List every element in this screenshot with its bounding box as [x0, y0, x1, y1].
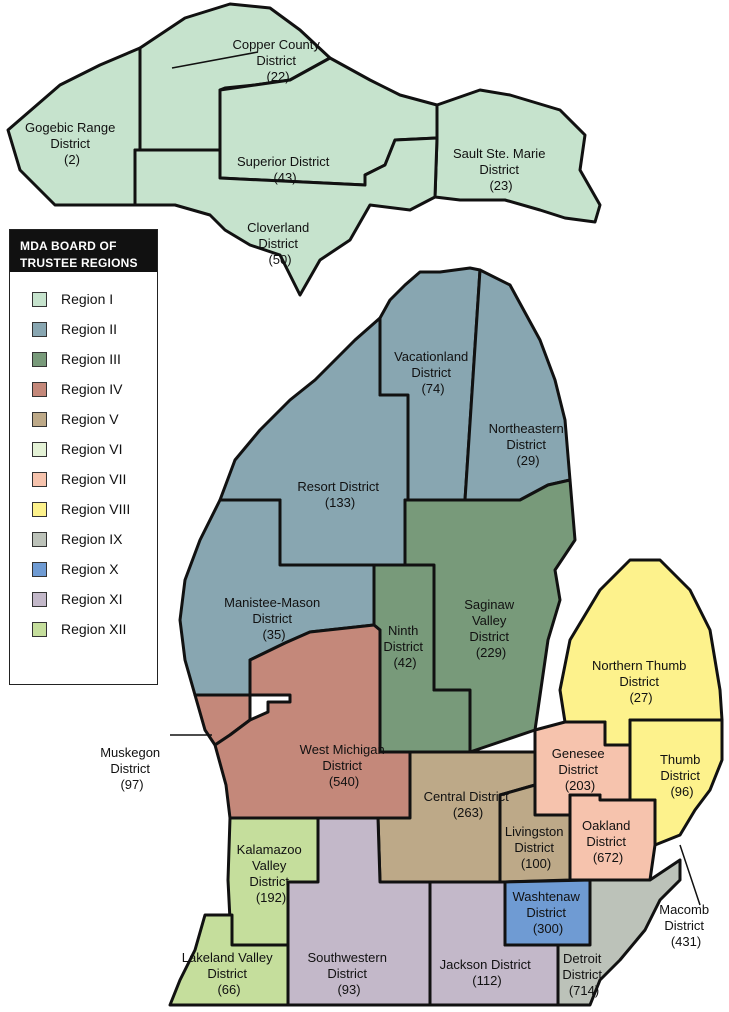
legend-item: Region XII — [32, 614, 157, 644]
label-livingston: Livingston District (100) — [505, 824, 567, 871]
district-labels: Copper County District (22) Gogebic Rang… — [25, 37, 712, 998]
legend-item: Region V — [32, 404, 157, 434]
label-lakeland-valley: Lakeland Valley District (66) — [182, 950, 276, 997]
district-detroit[interactable] — [556, 858, 682, 1007]
legend-swatch — [32, 291, 47, 307]
label-northeastern: Northeastern District (29) — [489, 421, 568, 468]
label-oakland: Oakland District (672) — [582, 818, 634, 865]
district-southwestern[interactable] — [286, 816, 432, 1007]
label-vacationland: Vacationland District (74) — [394, 349, 472, 396]
district-vacationland[interactable] — [378, 266, 482, 502]
legend-swatch — [32, 381, 47, 397]
label-gogebic-range: Gogebic Range District (2) — [25, 120, 119, 167]
legend-title: MDA BOARD OF TRUSTEE REGIONS — [10, 230, 157, 272]
legend-swatch — [32, 531, 47, 547]
legend-label: Region XII — [61, 621, 127, 637]
legend-item: Region II — [32, 314, 157, 344]
legend-item: Region III — [32, 344, 157, 374]
copper-county-leader — [171, 51, 259, 69]
label-thumb: Thumb District (96) — [660, 752, 704, 799]
label-washtenaw: Washtenaw District (300) — [512, 889, 583, 936]
legend-swatch — [32, 351, 47, 367]
macomb-leader — [679, 844, 701, 906]
legend-item: Region XI — [32, 584, 157, 614]
label-southwestern: Southwestern District (93) — [307, 950, 390, 997]
legend-label: Region V — [61, 411, 119, 427]
legend-item: Region VII — [32, 464, 157, 494]
label-muskegon: Muskegon District (97) — [100, 745, 164, 792]
label-macomb: Macomb District (431) — [659, 902, 712, 949]
legend-label: Region VIII — [61, 501, 131, 517]
legend-label: Region IV — [61, 381, 123, 397]
legend-item: Region I — [32, 284, 157, 314]
label-northern-thumb: Northern Thumb District (27) — [592, 658, 690, 705]
district-cloverland[interactable] — [133, 136, 439, 297]
label-jackson: Jackson District (112) — [440, 957, 535, 988]
label-central: Central District (263) — [424, 789, 513, 820]
label-copper-county: Copper County District (22) — [232, 37, 323, 84]
label-resort: Resort District (133) — [297, 479, 382, 510]
legend-item: Region IX — [32, 524, 157, 554]
lower-peninsula — [168, 266, 724, 1007]
label-genesee: Genesee District (203) — [552, 746, 608, 793]
label-manistee-mason: Manistee-Mason District (35) — [224, 595, 324, 642]
upper-peninsula — [6, 2, 602, 297]
legend-label: Region VI — [61, 441, 123, 457]
district-saginaw-valley[interactable] — [403, 478, 577, 754]
legend-swatch — [32, 411, 47, 427]
district-livingston[interactable] — [498, 783, 572, 884]
legend-swatch — [32, 621, 47, 637]
legend-label: Region IX — [61, 531, 123, 547]
legend-item: Region VIII — [32, 494, 157, 524]
label-kalamazoo-valley: Kalamazoo Valley District (192) — [237, 842, 306, 905]
label-detroit: Detroit District (714) — [562, 951, 605, 998]
legend-item: Region IV — [32, 374, 157, 404]
legend-label: Region II — [61, 321, 118, 337]
legend-swatch — [32, 441, 47, 457]
label-superior: Superior District (43) — [237, 154, 333, 185]
legend-swatch — [32, 471, 47, 487]
legend-label: Region XI — [61, 591, 123, 607]
district-northern-thumb[interactable] — [558, 558, 724, 747]
legend-list: Region I Region II Region III Region IV Regi… — [10, 272, 157, 644]
legend-label: Region I — [61, 291, 114, 307]
label-saginaw-valley: Saginaw Valley District (229) — [464, 597, 518, 660]
legend-item: Region VI — [32, 434, 157, 464]
label-ninth: Ninth District (42) — [383, 623, 426, 670]
legend-label: Region VII — [61, 471, 127, 487]
legend-label: Region III — [61, 351, 121, 367]
legend-swatch — [32, 321, 47, 337]
legend-item: Region X — [32, 554, 157, 584]
legend-swatch — [32, 561, 47, 577]
label-cloverland: Cloverland District (50) — [247, 220, 313, 267]
legend-swatch — [32, 501, 47, 517]
legend-label: Region X — [61, 561, 119, 577]
district-sault-ste-marie[interactable] — [433, 88, 602, 224]
legend-swatch — [32, 591, 47, 607]
label-west-michigan: West Michigan District (540) — [300, 742, 389, 789]
label-sault-ste-marie: Sault Ste. Marie District (23) — [453, 146, 549, 193]
